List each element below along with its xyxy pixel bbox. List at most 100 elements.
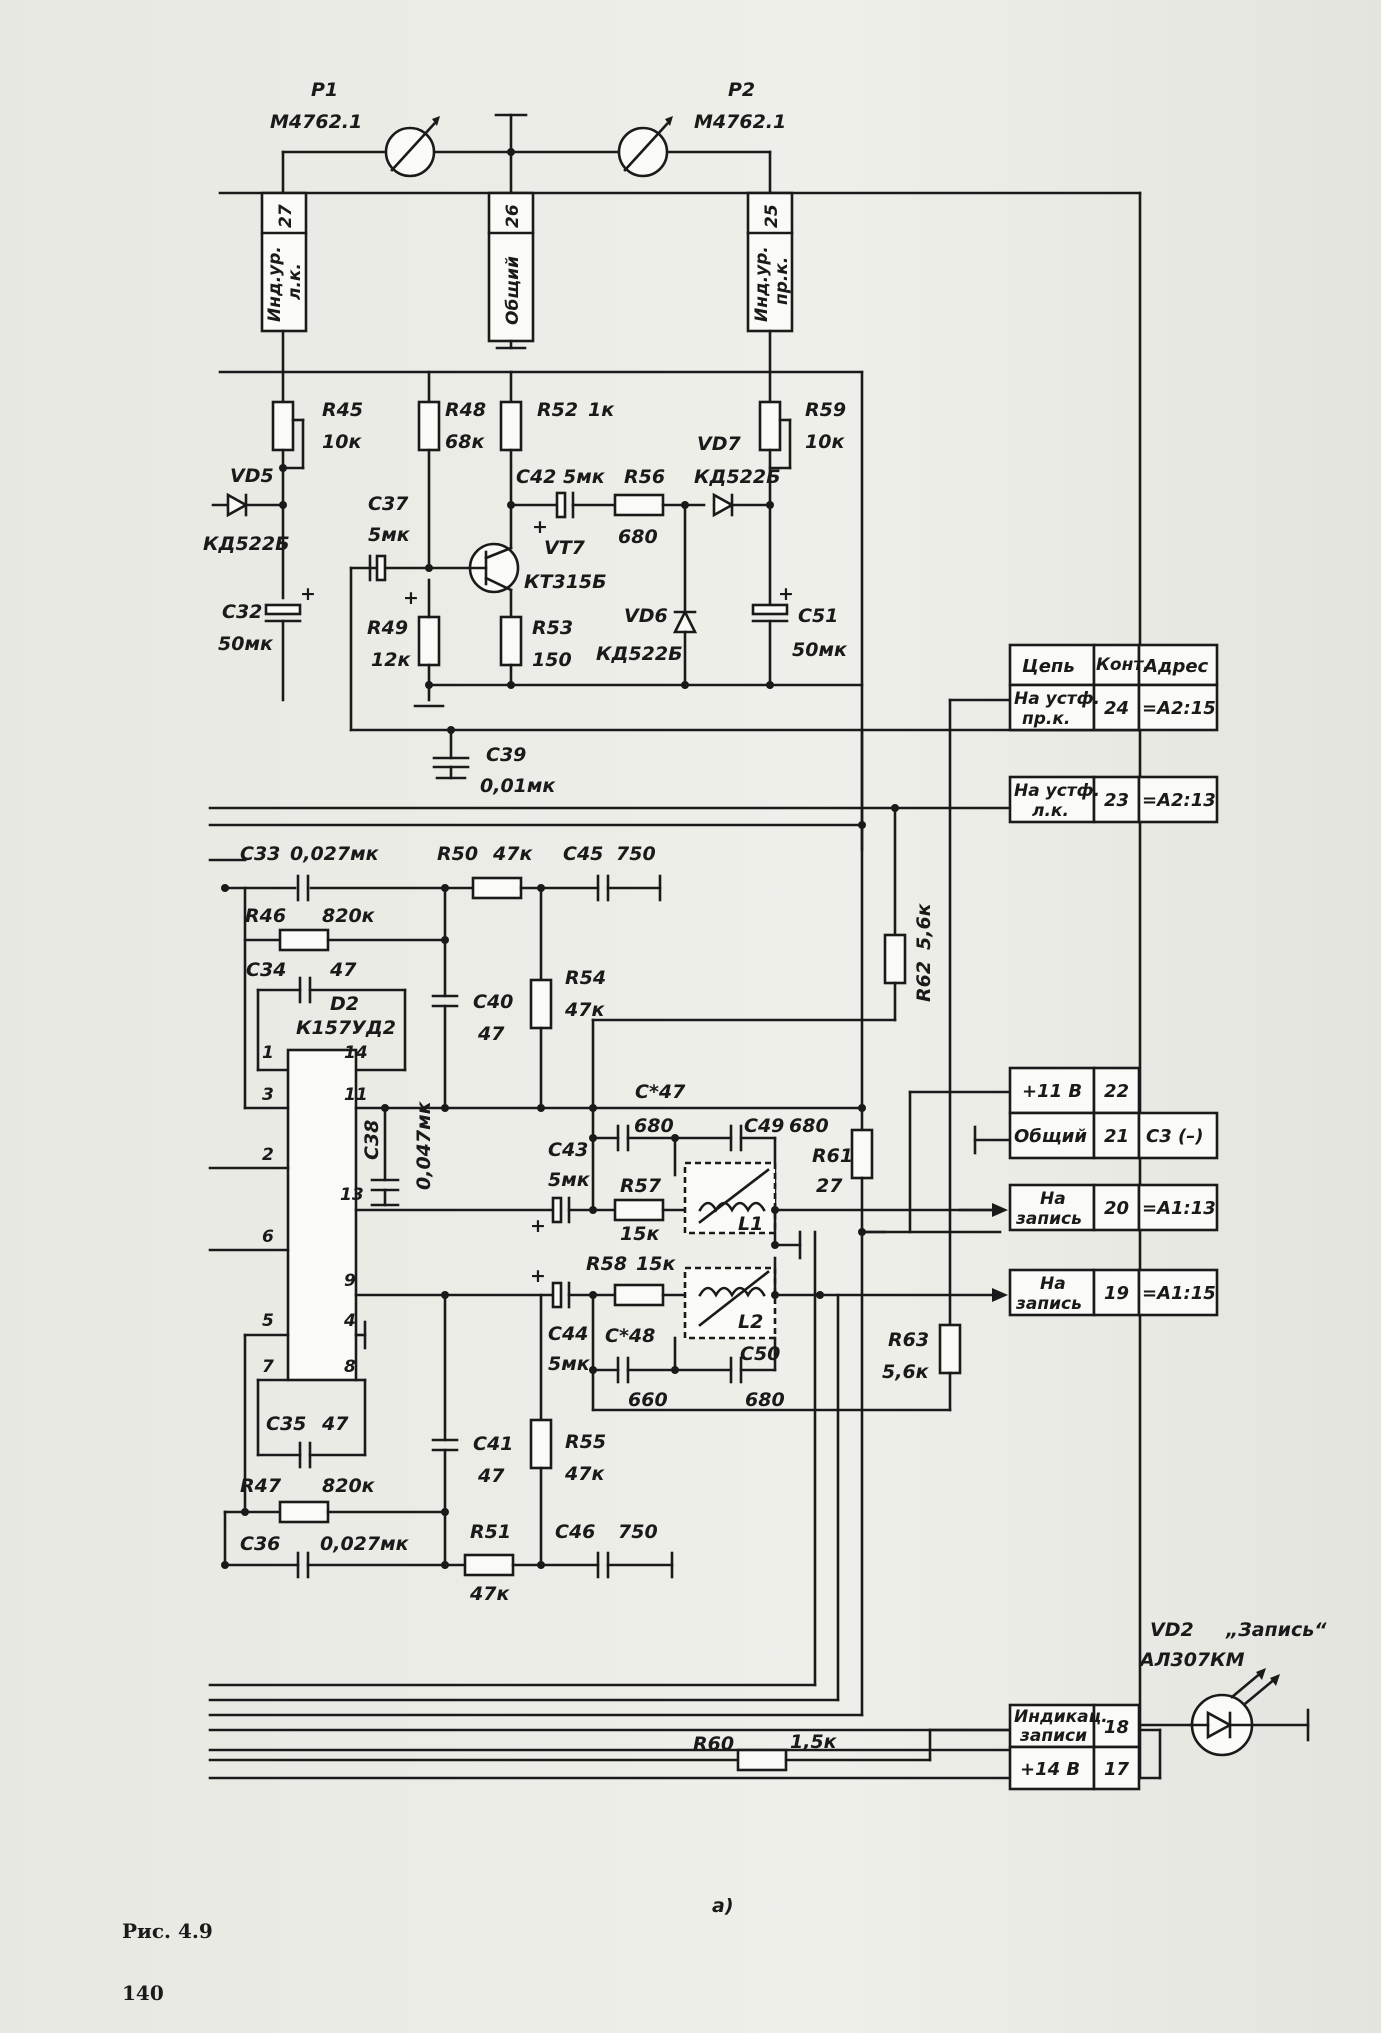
R63-value: 5,6к [882,1361,930,1383]
C42-value: 5мк [563,466,606,488]
R49-value: 12к [371,649,411,671]
row23-circuit1: На устф. [1014,781,1100,801]
connector-26 [487,191,535,350]
row17-contact: 17 [1104,1759,1130,1780]
VT7-ref: VT7 [544,537,586,559]
D2-value: К157УД2 [296,1017,396,1039]
C41-ref: C41 [473,1433,513,1455]
C46-value: 750 [618,1521,658,1543]
connector-25 [746,191,794,374]
C35-value: 47 [321,1413,349,1435]
page-number: 140 [122,1981,164,2005]
row24-address: =A2:15 [1142,698,1216,719]
row21-address: С3 (–) [1146,1126,1203,1147]
conn-26-num: 26 [503,204,523,228]
row18-contact: 18 [1104,1717,1129,1738]
row24-circuit1: На устф. [1014,689,1100,709]
C32-plus: + [300,583,316,605]
conn-25-label2: пр.к. [772,257,792,305]
table-header-circuit: Цепь [1022,656,1075,677]
C51-ref: C51 [798,605,838,627]
R56-ref: R56 [624,466,665,488]
C32-ref: C32 [222,601,262,623]
C51-plus: + [778,583,794,605]
VD2-ref: VD2 [1150,1619,1194,1641]
C50-value: 680 [745,1389,785,1411]
C45-ref: C45 [563,843,603,865]
p2-model: М4762.1 [694,111,786,133]
C33-value: 0,027мк [290,843,380,865]
C43-ref: C43 [548,1139,588,1161]
row21-contact: 21 [1104,1126,1129,1147]
Cstar48-ref: C*48 [605,1325,655,1347]
D2-ref: D2 [330,993,359,1015]
R54-value: 47к [564,999,605,1021]
R51-ref: R51 [470,1521,511,1543]
row17-circuit1: +14 В [1020,1759,1080,1780]
R47-value: 820к [322,1475,376,1497]
row23-address: =A2:13 [1142,790,1216,811]
conn-25-num: 25 [762,204,782,228]
meter-p2 [617,116,673,178]
C45-value: 750 [616,843,656,865]
row22-circuit1: +11 В [1022,1081,1082,1102]
C38-ref: C38 [361,1120,383,1160]
bus-labels: R60 1,5к VD2 „Запись“ АЛ307КМ [693,1619,1327,1755]
p1-model: М4762.1 [270,111,362,133]
C40-ref: C40 [473,991,513,1013]
row20-circuit2: запись [1015,1209,1082,1229]
C39-ref: C39 [486,744,526,766]
row20-circuit1: На [1040,1189,1066,1209]
conn-26-label1: Общий [503,256,523,325]
row24-contact: 24 [1104,698,1129,719]
row23-contact: 23 [1104,790,1129,811]
row18-circuit1: Индикац. [1014,1707,1108,1727]
R58-value: 15к [636,1253,676,1275]
C42-plus: + [532,516,548,538]
R45-ref: R45 [322,399,363,421]
connector-table [1008,643,1219,1791]
R54-ref: R54 [565,967,606,989]
C32-value: 50мк [218,633,274,655]
R55-ref: R55 [565,1431,606,1453]
VD7-ref: VD7 [697,433,741,455]
meter-wiring [218,113,1142,195]
d2-pin-7: 7 [262,1357,274,1377]
R51-value: 47к [469,1583,510,1605]
R62-value: 5,6к [913,902,935,950]
C39-value: 0,01мк [480,775,556,797]
R45-value: 10к [322,431,362,453]
R46-ref: R46 [245,905,286,927]
C37-ref: C37 [368,493,409,515]
R52-ref: R52 [537,399,578,421]
C49-ref: C49 [744,1115,784,1137]
R57-value: 15к [620,1223,660,1245]
C40-value: 47 [477,1023,505,1045]
row20-address: =A1:13 [1142,1198,1216,1219]
C38-value: 0,047мк [413,1100,435,1190]
row19-address: =A1:15 [1142,1283,1216,1304]
C44-value: 5мк [548,1353,591,1375]
R46-value: 820к [322,905,376,927]
d2-pin-11: 11 [344,1085,368,1105]
Cstar48-value: 660 [628,1389,668,1411]
row23-circuit2: л.к. [1032,801,1069,821]
d2-pin-4: 4 [343,1311,356,1331]
C46-ref: C46 [555,1521,595,1543]
Cstar47-ref: C*47 [635,1081,686,1103]
VD6-ref: VD6 [624,605,668,627]
row19-circuit1: На [1040,1274,1066,1294]
C36-value: 0,027мк [320,1533,410,1555]
R55-value: 47к [564,1463,605,1485]
d2-pin-5: 5 [262,1311,274,1331]
VD6-value: КД522Б [596,643,683,665]
C51-value: 50мк [792,639,848,661]
C41-value: 47 [477,1465,505,1487]
row19-contact: 19 [1104,1283,1129,1304]
p2-ref: P2 [728,79,755,101]
recording-labels: C33 0,027мк R50 47к C45 750 R46 820к C34… [240,843,935,1605]
p1-ref: P1 [311,79,338,101]
VD2-note: „Запись“ [1225,1619,1327,1641]
